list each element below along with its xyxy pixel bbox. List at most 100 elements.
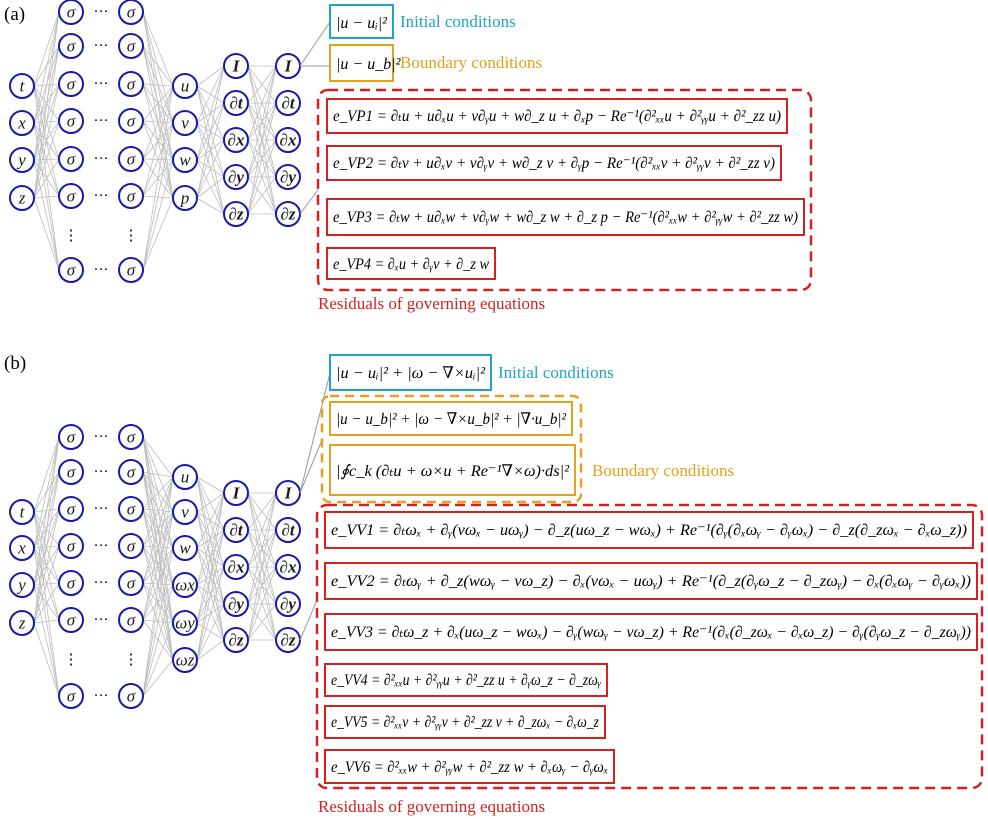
hidden-node-label: σ [127,150,136,169]
output-node-circle [172,464,198,490]
operator-node-circle [275,127,301,153]
network-edge [33,158,60,199]
hidden-node-label: σ [67,112,76,131]
panel-b-equation-3: e_VV3 = ∂ₜω_z + ∂ₓ(uω_z − wωₓ) − ∂ᵧ(wωᵧ … [331,624,971,641]
network-nodes: txyzσσσσσσσσσσσσσσuvwpI∂t∂x∂y∂zI∂t∂x∂y∂z… [9,0,301,283]
panel-a-equation-3: e_VP3 = ∂ₜw + u∂ₓw + v∂ᵧw + w∂_z w + ∂_z… [333,209,798,226]
panel-b-network: txyzσσσσσσσσσσσσσσuvwωxωyωzI∂t∂x∂y∂zI∂t∂… [9,424,301,709]
network-edge [33,436,60,624]
network-edge [142,476,174,584]
panel-b-equation-2: e_VV2 = ∂ₜωᵧ + ∂_z(wωᵧ − vω_z) − ∂ₓ(vωₓ … [331,573,971,590]
output-node-label: v [181,503,189,522]
operator-node-label: ∂t [229,94,243,113]
hidden-node-label: σ [67,150,76,169]
network-edge [33,436,60,513]
hidden-node-circle [58,108,84,134]
hidden-ellipsis-vertical: ⋮ [124,228,139,244]
input-node-label: z [18,189,26,208]
network-edge [196,139,225,199]
panel-b-eq-box-4 [324,663,608,697]
network-edge [142,197,174,271]
panel-a-boundary-term: |u − u_b|² [336,56,402,73]
operator-node-circle [223,90,249,116]
hidden-node-circle [58,71,84,97]
hidden-node-circle [58,683,84,709]
network-edge [33,471,60,624]
hidden-node-label: σ [67,574,76,593]
input-node-circle [9,185,35,211]
output-node-label: v [181,114,189,133]
hidden-node-circle [58,183,84,209]
network-edge [142,122,174,197]
output-node-circle [172,110,198,136]
network-edge [196,492,225,513]
operator-node-circle [223,591,249,617]
network-edge [142,476,174,697]
operator-node-label: ∂x [228,558,245,577]
network-edge [142,476,174,547]
input-node-circle [9,147,35,173]
output-node-circle [172,73,198,99]
hidden-node-label: σ [127,75,136,94]
output-node-label: u [181,77,190,96]
operator-node-circle [223,480,249,506]
network-edge [33,545,60,624]
hidden-ellipsis-vertical: ⋮ [64,652,79,668]
network-edge [247,603,277,641]
panel-b-label: (b) [4,353,26,374]
panel-b-equation-5: e_VV5 = ∂²ₓₓv + ∂²ᵧᵧv + ∂²_zz v + ∂_zωₓ … [331,714,600,731]
panel-a-connector-residuals [299,189,319,215]
panel-a-eq-box-4 [326,247,496,280]
input-node-label: t [20,503,26,522]
panel-b-residuals-group [315,503,984,790]
network-edge [196,476,225,494]
panel-b-initial-box [329,354,492,391]
hidden-ellipsis-horizontal: ··· [94,38,109,54]
input-node-label: y [16,576,26,595]
output-node-circle [172,572,198,598]
network-edge [142,584,174,697]
network-edge [142,85,174,122]
network-edge [33,11,60,124]
hidden-node-label: σ [127,187,136,206]
hidden-node-label: σ [127,37,136,56]
input-node-label: y [16,151,26,170]
operator-node-circle [275,517,301,543]
network-edge [142,45,174,124]
hidden-ellipsis-horizontal: ··· [94,151,109,167]
hidden-node-circle [58,0,84,25]
hidden-ellipsis-horizontal: ··· [94,612,109,628]
panel-b-connector-initial [299,372,331,494]
network-edge [33,619,60,624]
panel-a-equation-1: e_VP1 = ∂ₜu + u∂ₓu + v∂ᵧu + w∂_z u + ∂ₓp… [333,108,781,125]
panel-a: (a) txyzσσσσσσσσσσσσσσuvwpI∂t∂x∂y∂zI∂t∂x… [4,0,813,313]
network-edge [247,492,277,568]
network-edge [196,65,225,199]
network-edge [33,436,60,549]
network-edge [33,11,60,87]
hidden-node-label: σ [127,261,136,280]
hidden-node-circle [118,33,144,59]
hidden-ellipsis-horizontal: ··· [94,188,109,204]
operator-node-circle [223,164,249,190]
hidden-node-circle [118,108,144,134]
panel-b-equation-4: e_VV4 = ∂²ₓₓu + ∂²ᵧᵧu + ∂²_zz u + ∂ᵧω_z … [331,672,601,689]
network-edge [142,159,174,271]
panel-b-equation-1: e_VV1 = ∂ₜωₓ + ∂ᵧ(vωₓ − uωᵧ) − ∂_z(uω_z … [331,522,967,539]
network-edge [33,11,60,161]
input-node-circle [9,499,35,525]
operator-node-label: I [284,484,293,503]
operator-node-label: ∂y [228,595,244,614]
hidden-node-label: σ [127,687,136,706]
hidden-node-circle [118,570,144,596]
network-edge [196,65,225,124]
output-node-circle [172,499,198,525]
output-node-label: ωz [176,651,195,670]
hidden-ellipsis-vertical: ⋮ [64,228,79,244]
network-edge [247,492,277,531]
hidden-node-label: σ [67,37,76,56]
operator-node-circle [275,90,301,116]
input-node-label: x [17,539,26,558]
output-node-label: ωx [175,576,195,595]
